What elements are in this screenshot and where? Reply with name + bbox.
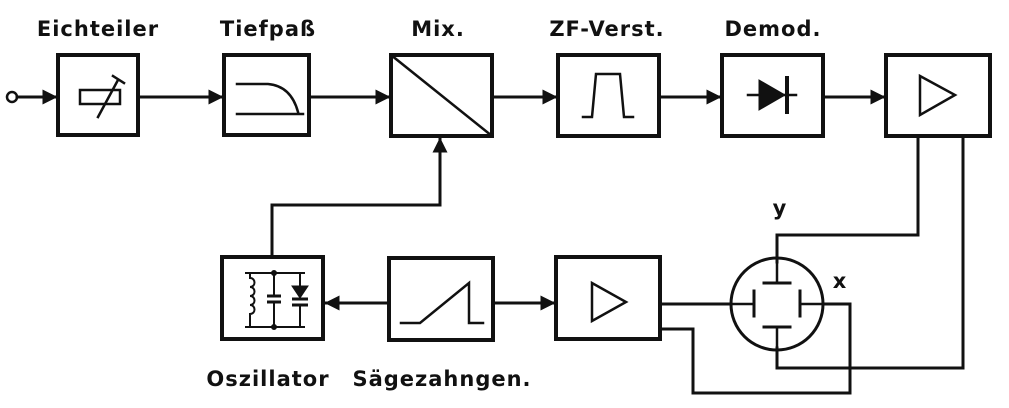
amplifier-triangle-icon xyxy=(918,73,958,118)
demodulator-block xyxy=(720,53,825,138)
diode-icon xyxy=(746,76,798,114)
oszillator-block xyxy=(220,255,325,341)
mixer-diagonal-icon xyxy=(389,53,494,138)
label-eichteiler: Eichteiler xyxy=(37,17,159,41)
saegezahngenerator-block xyxy=(387,256,495,342)
wire-hamp-crt-right xyxy=(660,302,852,395)
tiefpass-block xyxy=(222,53,311,137)
mixer-block xyxy=(389,53,494,138)
label-y-axis: y xyxy=(773,196,788,220)
bandpass-icon xyxy=(581,72,635,119)
zf-verstaerker-block xyxy=(556,53,661,138)
wire-oszillator-mixer xyxy=(270,137,448,257)
wire-amp-crt-top xyxy=(775,136,920,264)
variable-attenuator-icon xyxy=(78,74,126,119)
label-zf-verst: ZF-Verst. xyxy=(549,17,664,41)
lc-tank-varactor-icon xyxy=(245,270,309,330)
label-saegezahngen: Sägezahngen. xyxy=(352,367,531,391)
eichteiler-block xyxy=(56,53,140,137)
horizontal-amplifier-block xyxy=(554,255,662,341)
amplifier-triangle-icon xyxy=(590,280,629,324)
label-x-axis: x xyxy=(833,269,848,293)
crt-tube xyxy=(728,256,825,352)
lowpass-curve-icon xyxy=(235,82,305,116)
label-mix: Mix. xyxy=(411,17,465,41)
label-tiefpass: Tiefpaß xyxy=(220,17,316,41)
sawtooth-icon xyxy=(399,280,485,325)
wire-amp-crt-bottom xyxy=(775,136,965,370)
video-amplifier-block xyxy=(884,53,992,138)
label-oszillator: Oszillator xyxy=(206,367,329,391)
label-demod: Demod. xyxy=(725,17,822,41)
